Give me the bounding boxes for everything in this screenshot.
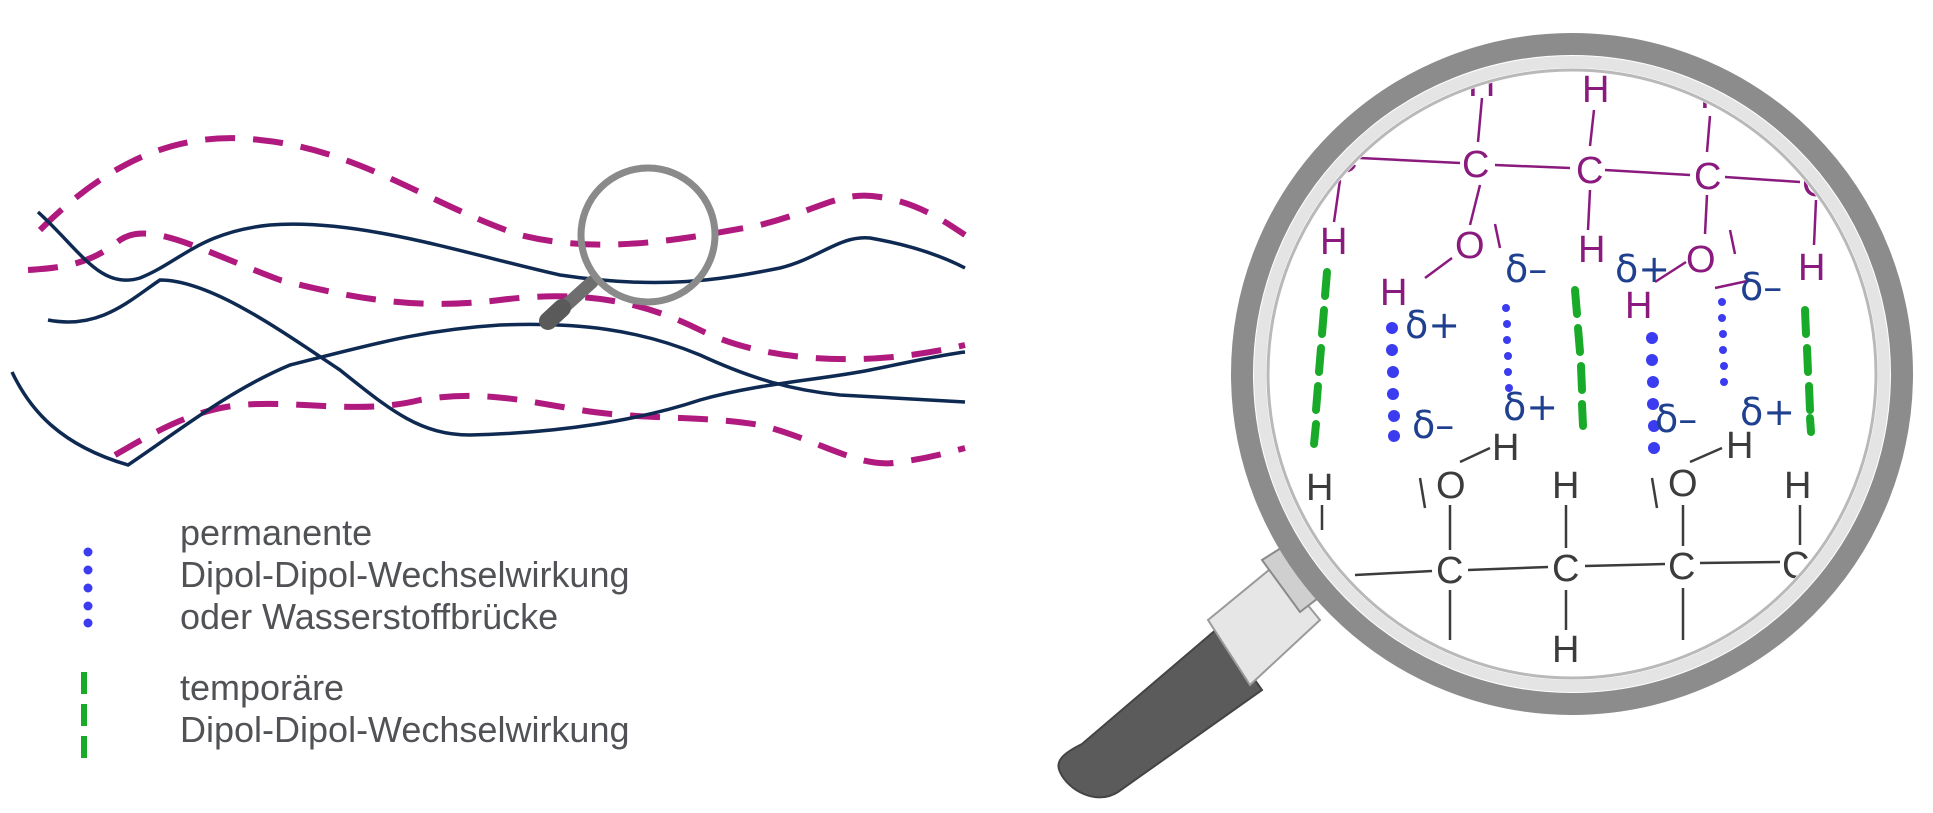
delta-minus-2: δ– (1740, 265, 1782, 309)
atom-h-4: H (1320, 221, 1347, 263)
polymer-chains-overview (10, 135, 967, 467)
atom-h-6: H (1798, 247, 1825, 289)
atom-h-7: H (1380, 272, 1407, 314)
large-magnifier-icon (1057, 33, 1913, 799)
dashed-chain-2 (27, 230, 966, 363)
partial-charges: δ+ δ– δ+ δ– δ– δ+ δ– δ+ (1405, 247, 1795, 447)
atom-o-2: O (1686, 239, 1716, 281)
atom-c-8: C (1668, 546, 1695, 588)
atom-c-2: C (1462, 144, 1489, 186)
atom-h-14: H (1552, 629, 1579, 671)
atom-h-2: H (1582, 69, 1609, 111)
atom-c-6: C (1436, 550, 1463, 592)
atom-h-9: H (1492, 427, 1519, 469)
delta-plus-2: δ+ (1615, 247, 1670, 291)
atom-o-4: O (1668, 463, 1698, 505)
delta-plus-4: δ+ (1740, 390, 1795, 434)
delta-plus-3: δ+ (1503, 385, 1558, 429)
upper-chain (1332, 97, 1818, 290)
legend-temporary-label: temporäre Dipol-Dipol-Wechselwirkung (180, 667, 630, 751)
temporary-interactions (1310, 268, 1815, 448)
solid-chain-3 (10, 322, 966, 467)
atom-h-10: H (1726, 425, 1753, 467)
atom-h-12: H (1552, 465, 1579, 507)
solid-chain-1 (36, 210, 966, 285)
dashed-chain-1 (37, 135, 967, 248)
solid-chain-2 (47, 278, 966, 437)
legend-permanent-line1: permanente (180, 512, 373, 553)
delta-plus-1: δ+ (1405, 303, 1460, 347)
permanent-interactions (1386, 298, 1728, 454)
atom-h-11: H (1306, 467, 1333, 509)
lower-chain (1320, 446, 1802, 640)
delta-minus-1: δ– (1505, 247, 1547, 291)
atom-c-7: C (1552, 548, 1579, 590)
legend-permanent-label: permanente Dipol-Dipol-Wechselwirkung od… (180, 512, 630, 638)
legend-temporary-line1: temporäre (180, 667, 345, 708)
delta-minus-3: δ– (1412, 403, 1454, 447)
atom-o-3: O (1436, 465, 1466, 507)
atom-c-3: C (1576, 150, 1603, 192)
legend-permanent-line3: oder Wasserstoffbrücke (180, 596, 559, 637)
legend-temporary-line2: Dipol-Dipol-Wechselwirkung (180, 709, 630, 750)
legend-permanent-line2: Dipol-Dipol-Wechselwirkung (180, 554, 630, 595)
atom-h-8: H (1625, 285, 1652, 327)
small-magnifier-icon (539, 164, 719, 330)
atom-h-13: H (1784, 465, 1811, 507)
atom-c-4: C (1694, 156, 1721, 198)
dashed-chain-3 (113, 392, 966, 467)
delta-minus-4: δ– (1655, 397, 1697, 441)
atom-o-1: O (1455, 225, 1485, 267)
atom-h-5: H (1578, 229, 1605, 271)
legend-permanent-symbol (83, 547, 93, 628)
